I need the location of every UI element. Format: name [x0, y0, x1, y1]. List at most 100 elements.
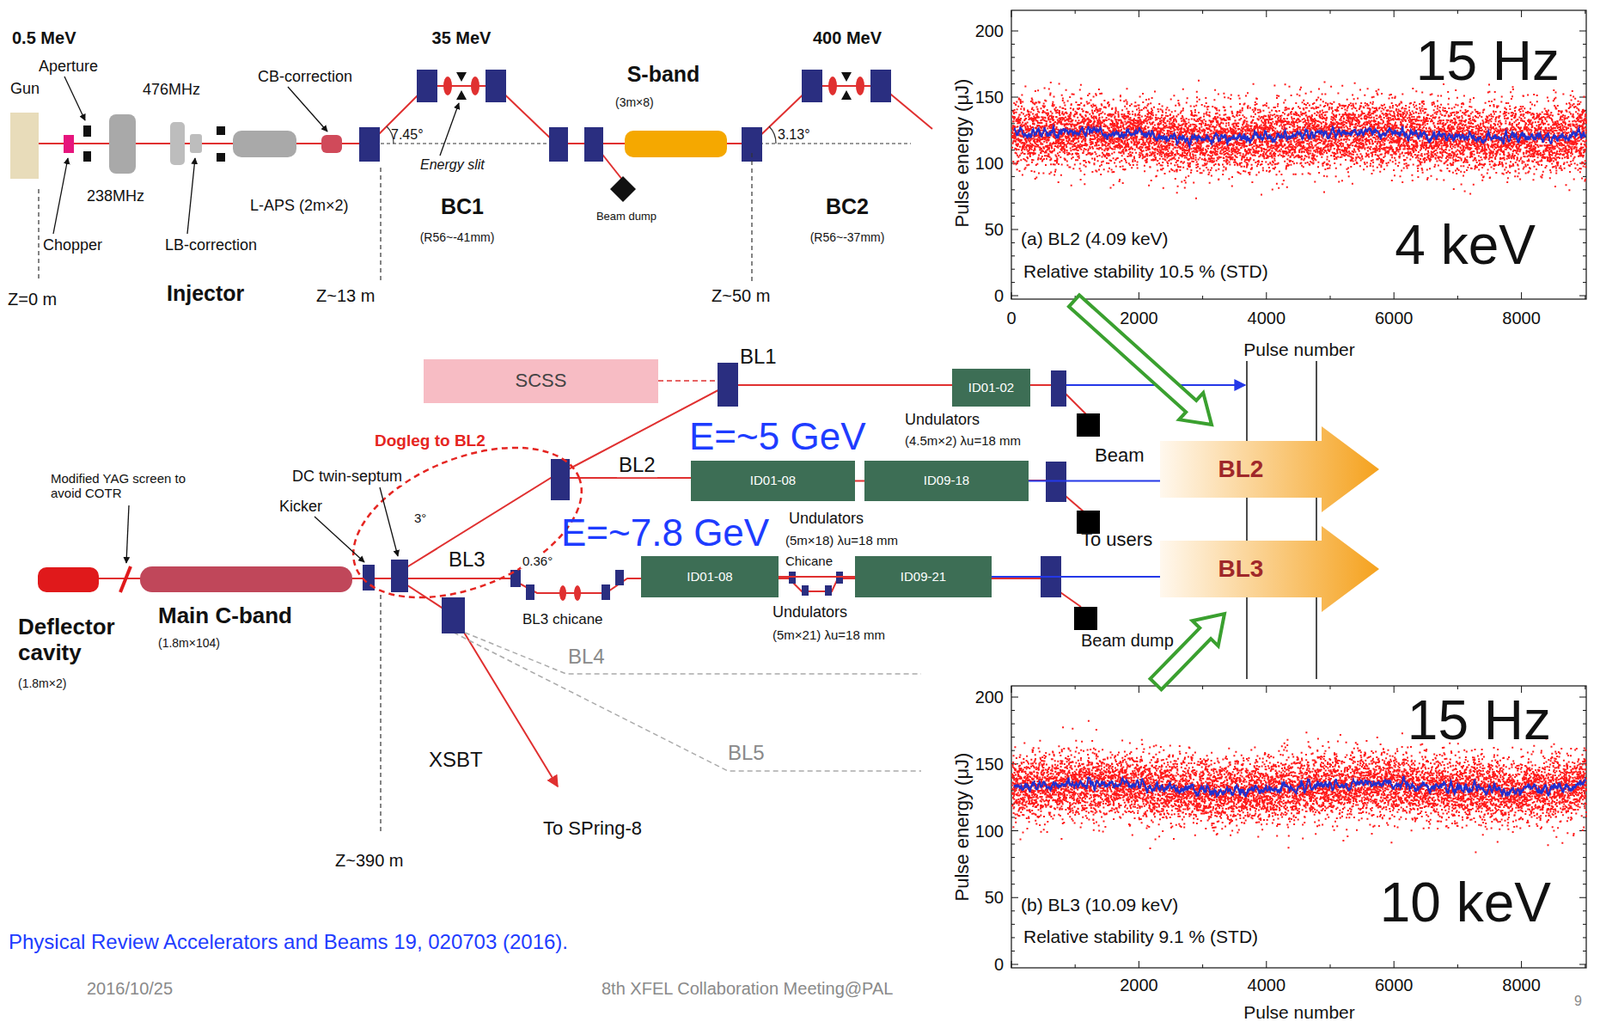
axis-tick — [1011, 10, 1013, 18]
position-marker — [37, 189, 39, 281]
text-label: BC1 — [440, 194, 484, 220]
pulse-energy-charts — [1011, 685, 1587, 968]
axis-tick — [1520, 960, 1522, 968]
main-linac-and-beamlines — [37, 360, 1317, 832]
chart-annotation: Relative stability 9.1 % (STD) — [1023, 926, 1259, 947]
text-label: Injector — [166, 280, 245, 306]
beam-line — [854, 480, 865, 483]
axis-tick — [1582, 936, 1587, 938]
text-label: BL4 — [567, 644, 605, 669]
injector-and-chicanes — [232, 130, 297, 158]
rf-cavity — [559, 585, 567, 601]
moving-average — [1013, 775, 1586, 797]
node-text: BL3 — [1218, 555, 1265, 583]
text-label: 2000 — [1119, 975, 1159, 996]
injector-and-chicanes — [216, 126, 226, 135]
pulse-point — [1011, 720, 1588, 854]
axis-tick — [1582, 215, 1587, 217]
text-label: L-APS (2m×2) — [250, 196, 349, 215]
axis-tick — [1582, 268, 1587, 270]
axis-tick — [1330, 964, 1332, 968]
leader-line — [53, 158, 68, 234]
axis-tick — [1582, 736, 1587, 738]
arrow-shape — [1160, 525, 1380, 612]
beam-dump — [1074, 606, 1098, 630]
text-label: Kicker — [277, 497, 324, 516]
text-label: Pulse number — [1243, 1001, 1356, 1023]
injector-and-chicanes — [109, 114, 136, 174]
text-label: 0 — [994, 954, 1004, 975]
reference-line — [1246, 360, 1317, 679]
position-marker — [379, 167, 381, 281]
axis-tick — [1582, 255, 1587, 257]
axis-tick — [1582, 709, 1587, 711]
text-label: 0 — [1006, 308, 1016, 329]
axis-tick — [1011, 255, 1015, 257]
axis-tick — [1457, 685, 1459, 690]
main-linac-and-beamlines — [658, 379, 718, 382]
energy-slit — [841, 72, 852, 82]
axis-tick — [1011, 295, 1019, 297]
text-label: 200 — [975, 21, 1004, 42]
beam-line — [1028, 480, 1161, 483]
rf-cavity — [574, 585, 581, 601]
moving-average — [1013, 126, 1586, 147]
axis-tick — [1393, 685, 1395, 693]
beamline-box: ID01-08 — [690, 460, 855, 501]
injector-and-chicanes — [769, 126, 776, 144]
bend-magnet — [485, 69, 507, 103]
main-linac-and-beamlines — [402, 581, 558, 787]
bend-magnet — [390, 559, 409, 593]
main-linac-and-beamlines — [403, 477, 691, 569]
text-label: 238MHz — [86, 187, 145, 206]
axis-tick — [1202, 685, 1204, 690]
text-label: BL1 — [739, 344, 777, 369]
text-label: 476MHz — [142, 80, 201, 99]
axis-tick — [1582, 923, 1587, 925]
text-label: (R56~-37mm) — [810, 230, 886, 245]
text-label: 0.5 MeV — [12, 28, 76, 49]
energy-slit — [841, 90, 852, 100]
text-label: 6000 — [1374, 308, 1414, 329]
text-label: (R56~-41mm) — [420, 230, 495, 245]
axis-tick — [1202, 964, 1204, 968]
beamline-arrow: BL2 — [1160, 426, 1380, 513]
scatter-points — [1011, 720, 1588, 854]
axis-tick — [1011, 56, 1015, 58]
axis-tick — [1011, 696, 1019, 698]
axis-tick — [1393, 960, 1395, 968]
pulse-energy-charts — [1011, 10, 1588, 968]
axis-tick — [1011, 292, 1013, 300]
axis-tick — [1074, 10, 1076, 14]
axis-tick — [1138, 960, 1140, 968]
axis-tick — [1011, 242, 1015, 244]
text-label: Chopper — [42, 236, 103, 255]
text-label: 7.45° — [390, 127, 424, 143]
bend-magnet — [550, 458, 570, 501]
axis-tick — [1011, 870, 1015, 872]
reference-line — [1245, 360, 1248, 679]
text-label: Dogleg to BL2 — [374, 431, 486, 451]
axis-tick — [1138, 292, 1140, 300]
node-text: ID01-02 — [968, 380, 1014, 396]
text-label: 150 — [975, 753, 1004, 774]
text-label: 35 MeV — [432, 28, 492, 49]
injector-and-chicanes — [10, 112, 39, 179]
axis-tick — [1011, 960, 1013, 968]
axis-tick — [1457, 10, 1459, 14]
text-label: Z=0 m — [7, 289, 57, 310]
chart-panel: 15 Hz10 keV(b) BL3 (10.09 keV)Relative s… — [1011, 685, 1587, 968]
axis-tick — [1584, 295, 1586, 300]
axis-tick — [1582, 176, 1587, 178]
beamline-box: ID01-08 — [641, 555, 779, 598]
axis-tick — [1582, 723, 1587, 725]
text-label: BC2 — [825, 194, 869, 220]
injector-and-chicanes — [83, 125, 92, 137]
chart-annotation: 10 keV — [1380, 872, 1552, 933]
bend-magnet — [584, 127, 604, 162]
text-label: Undulators — [904, 410, 980, 429]
axis-tick — [1330, 685, 1332, 690]
text-label: Deflector cavity — [18, 614, 147, 666]
axis-tick — [1011, 215, 1015, 217]
